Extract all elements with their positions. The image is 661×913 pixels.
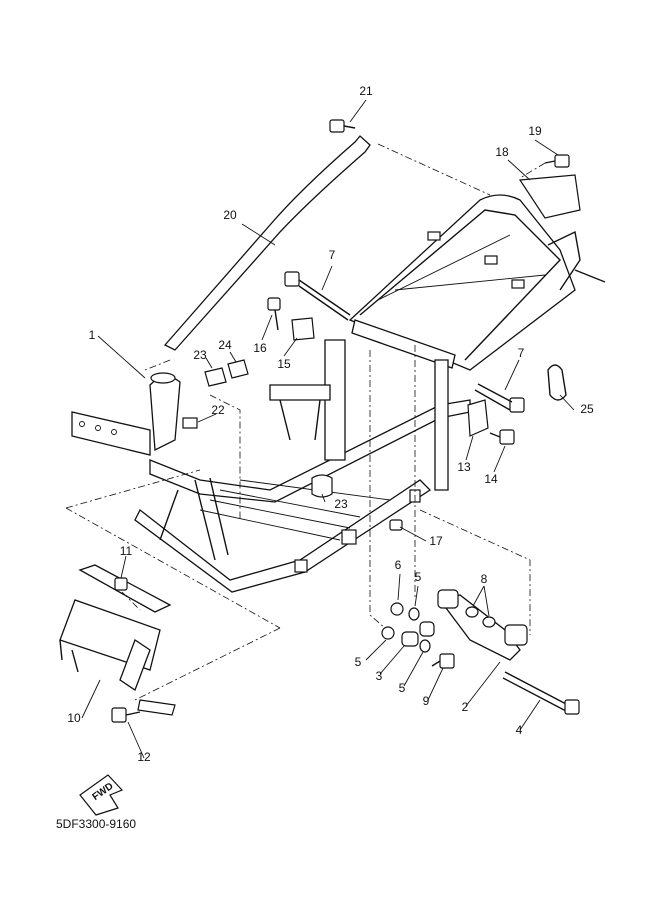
- callout-7-right: 7: [518, 346, 525, 360]
- callout-1: 1: [89, 328, 96, 342]
- callout-16: 16: [253, 341, 267, 355]
- callout-8: 8: [481, 572, 488, 586]
- rear-arm: [437, 589, 528, 661]
- assembly-lines: [65, 143, 546, 701]
- callout-11: 11: [120, 544, 133, 558]
- callout-5-left: 5: [355, 655, 362, 669]
- callout-3: 3: [376, 669, 383, 683]
- callout-23-lower: 23: [334, 497, 348, 511]
- callout-14: 14: [484, 472, 498, 486]
- callout-18: 18: [495, 145, 509, 159]
- callout-20: 20: [223, 208, 237, 222]
- leader-lines: [81, 99, 575, 759]
- callout-5-mid: 5: [399, 681, 406, 695]
- callout-6: 6: [395, 558, 402, 572]
- callout-4: 4: [516, 723, 523, 737]
- callout-9: 9: [423, 694, 430, 708]
- main-frame: [71, 194, 606, 593]
- callout-2: 2: [462, 700, 469, 714]
- callout-10: 10: [67, 711, 81, 725]
- callout-15: 15: [277, 357, 291, 371]
- callout-5-top: 5: [415, 570, 422, 584]
- callout-24: 24: [218, 338, 232, 352]
- diagram-code: 5DF3300-9160: [56, 817, 136, 831]
- callout-17: 17: [429, 534, 443, 548]
- callout-21: 21: [359, 84, 373, 98]
- callout-labels: 21 20 1 19 18 7 16 15 23 24 22 23 17 7 2…: [67, 84, 594, 764]
- fwd-arrow-icon: FWD: [79, 774, 124, 816]
- callout-25: 25: [580, 402, 594, 416]
- callout-13: 13: [457, 460, 471, 474]
- callout-23-upper: 23: [193, 348, 207, 362]
- callout-7-upper: 7: [329, 248, 336, 262]
- callout-19: 19: [528, 124, 542, 138]
- fasteners: [111, 119, 581, 723]
- callout-22: 22: [211, 403, 225, 417]
- callout-12: 12: [137, 750, 151, 764]
